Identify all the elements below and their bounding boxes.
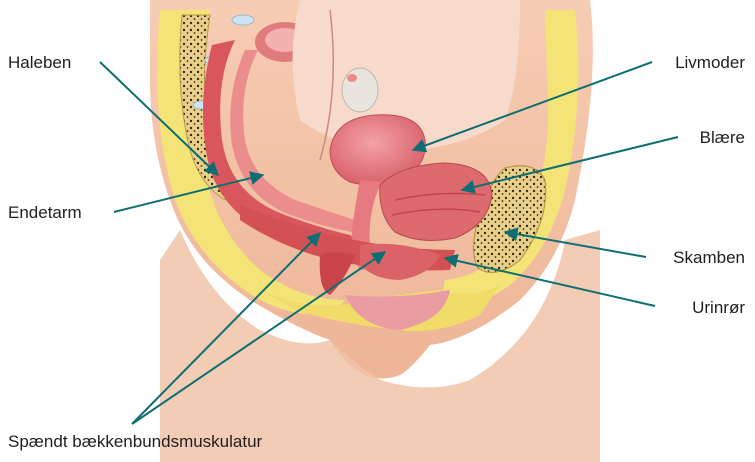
label-urinror: Urinrør — [692, 298, 745, 318]
label-endetarm: Endetarm — [8, 203, 82, 223]
label-spaendt-baekkenbundsmuskulatur: Spændt bækkenbundsmuskulatur — [8, 432, 262, 452]
label-skamben: Skamben — [673, 248, 745, 268]
label-haleben: Haleben — [8, 53, 71, 73]
label-livmoder: Livmoder — [675, 53, 745, 73]
ovary — [342, 68, 378, 112]
label-blaere: Blære — [700, 128, 745, 148]
